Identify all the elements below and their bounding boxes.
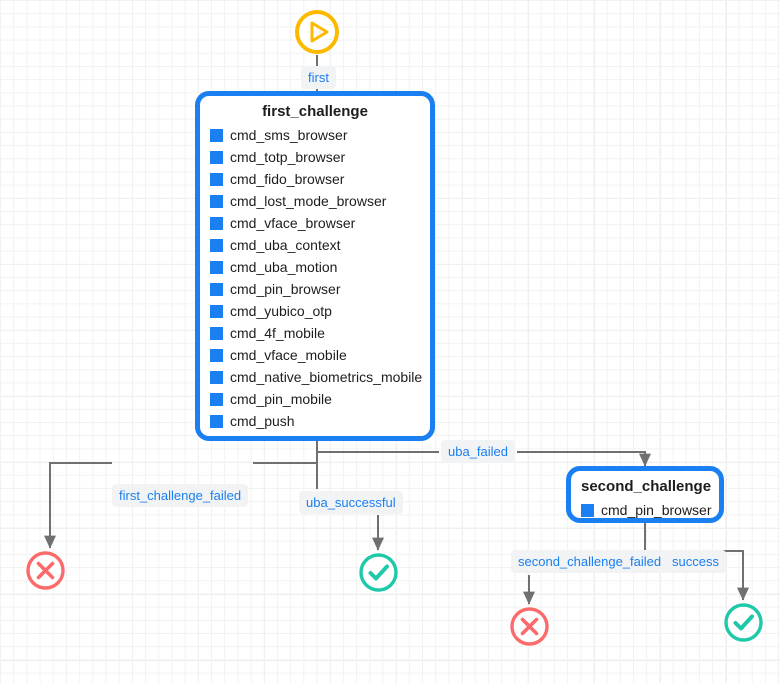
list-item[interactable]: cmd_pin_browser (581, 499, 712, 521)
swatch-icon (581, 503, 594, 517)
list-item[interactable]: cmd_4f_mobile (210, 322, 420, 344)
list-item[interactable]: cmd_totp_browser (210, 146, 420, 168)
list-item-label: cmd_pin_browser (230, 281, 341, 297)
list-item[interactable]: cmd_sms_browser (210, 124, 420, 146)
list-item[interactable]: cmd_lost_mode_browser (210, 190, 420, 212)
list-item-label: cmd_native_biometrics_mobile (230, 369, 423, 385)
list-item-label: cmd_uba_motion (230, 259, 338, 275)
edge-label-second-challenge-failed[interactable]: second_challenge_failed (511, 550, 669, 573)
list-item-label: cmd_yubico_otp (230, 303, 332, 319)
list-item-label: cmd_uba_context (230, 237, 341, 253)
list-item-label: cmd_vface_mobile (230, 347, 347, 363)
swatch-icon (210, 172, 223, 186)
error-x-icon (510, 607, 549, 646)
list-item[interactable]: cmd_yubico_otp (210, 300, 420, 322)
play-icon (295, 10, 339, 54)
success-check-icon (359, 553, 398, 592)
terminal-error-first-challenge-failed[interactable] (25, 550, 66, 591)
list-item[interactable]: cmd_native_biometrics_mobile (210, 366, 423, 388)
swatch-icon (210, 238, 223, 252)
list-item[interactable]: cmd_pin_mobile (210, 388, 420, 410)
terminal-error-second-challenge-failed[interactable] (509, 606, 550, 647)
swatch-icon (210, 260, 223, 274)
edge-uba-failed-to-second-challenge (517, 451, 651, 467)
list-item[interactable]: cmd_vface_mobile (210, 344, 420, 366)
edge-first-challenge-failed-to-error (44, 462, 112, 549)
edge-label-uba-successful[interactable]: uba_successful (299, 491, 403, 514)
swatch-icon (210, 326, 223, 340)
list-item[interactable]: cmd_fido_browser (210, 168, 420, 190)
swatch-icon (210, 150, 223, 164)
list-item[interactable]: cmd_vface_browser (210, 212, 420, 234)
list-item[interactable]: cmd_uba_context (210, 234, 420, 256)
list-item[interactable]: cmd_push (210, 410, 420, 432)
list-item-label: cmd_fido_browser (230, 171, 345, 187)
list-item-label: cmd_push (230, 413, 295, 429)
terminal-success-uba-successful[interactable] (358, 552, 399, 593)
node-first-challenge[interactable]: first_challenge cmd_sms_browser cmd_totp… (195, 91, 435, 441)
edge-label-uba-failed[interactable]: uba_failed (441, 440, 515, 463)
edge-label-first-challenge-failed[interactable]: first_challenge_failed (112, 484, 249, 507)
list-item[interactable]: cmd_uba_motion (210, 256, 420, 278)
list-item-label: cmd_vface_browser (230, 215, 356, 231)
terminal-success-second-challenge[interactable] (723, 602, 764, 643)
swatch-icon (210, 128, 223, 142)
error-x-icon (26, 551, 65, 590)
list-item-label: cmd_totp_browser (230, 149, 346, 165)
success-check-icon (724, 603, 763, 642)
swatch-icon (210, 348, 223, 362)
swatch-icon (210, 392, 223, 406)
swatch-icon (210, 194, 223, 208)
swatch-icon (210, 216, 223, 230)
swatch-icon (210, 304, 223, 318)
start-node[interactable] (294, 9, 340, 55)
list-item-label: cmd_4f_mobile (230, 325, 325, 341)
list-item[interactable]: cmd_pin_browser (210, 278, 420, 300)
edge-label-first[interactable]: first (301, 66, 336, 89)
list-item-label: cmd_pin_mobile (230, 391, 332, 407)
swatch-icon (210, 370, 223, 384)
node-second-challenge[interactable]: second_challenge cmd_pin_browser (566, 466, 724, 523)
list-item-label: cmd_lost_mode_browser (230, 193, 387, 209)
list-item-label: cmd_sms_browser (230, 127, 348, 143)
edge-label-success[interactable]: success (665, 550, 726, 573)
second-challenge-title: second_challenge (581, 478, 712, 495)
list-item-label: cmd_pin_browser (601, 502, 712, 518)
swatch-icon (210, 282, 223, 296)
swatch-icon (210, 414, 223, 428)
first-challenge-title: first_challenge (262, 103, 368, 120)
